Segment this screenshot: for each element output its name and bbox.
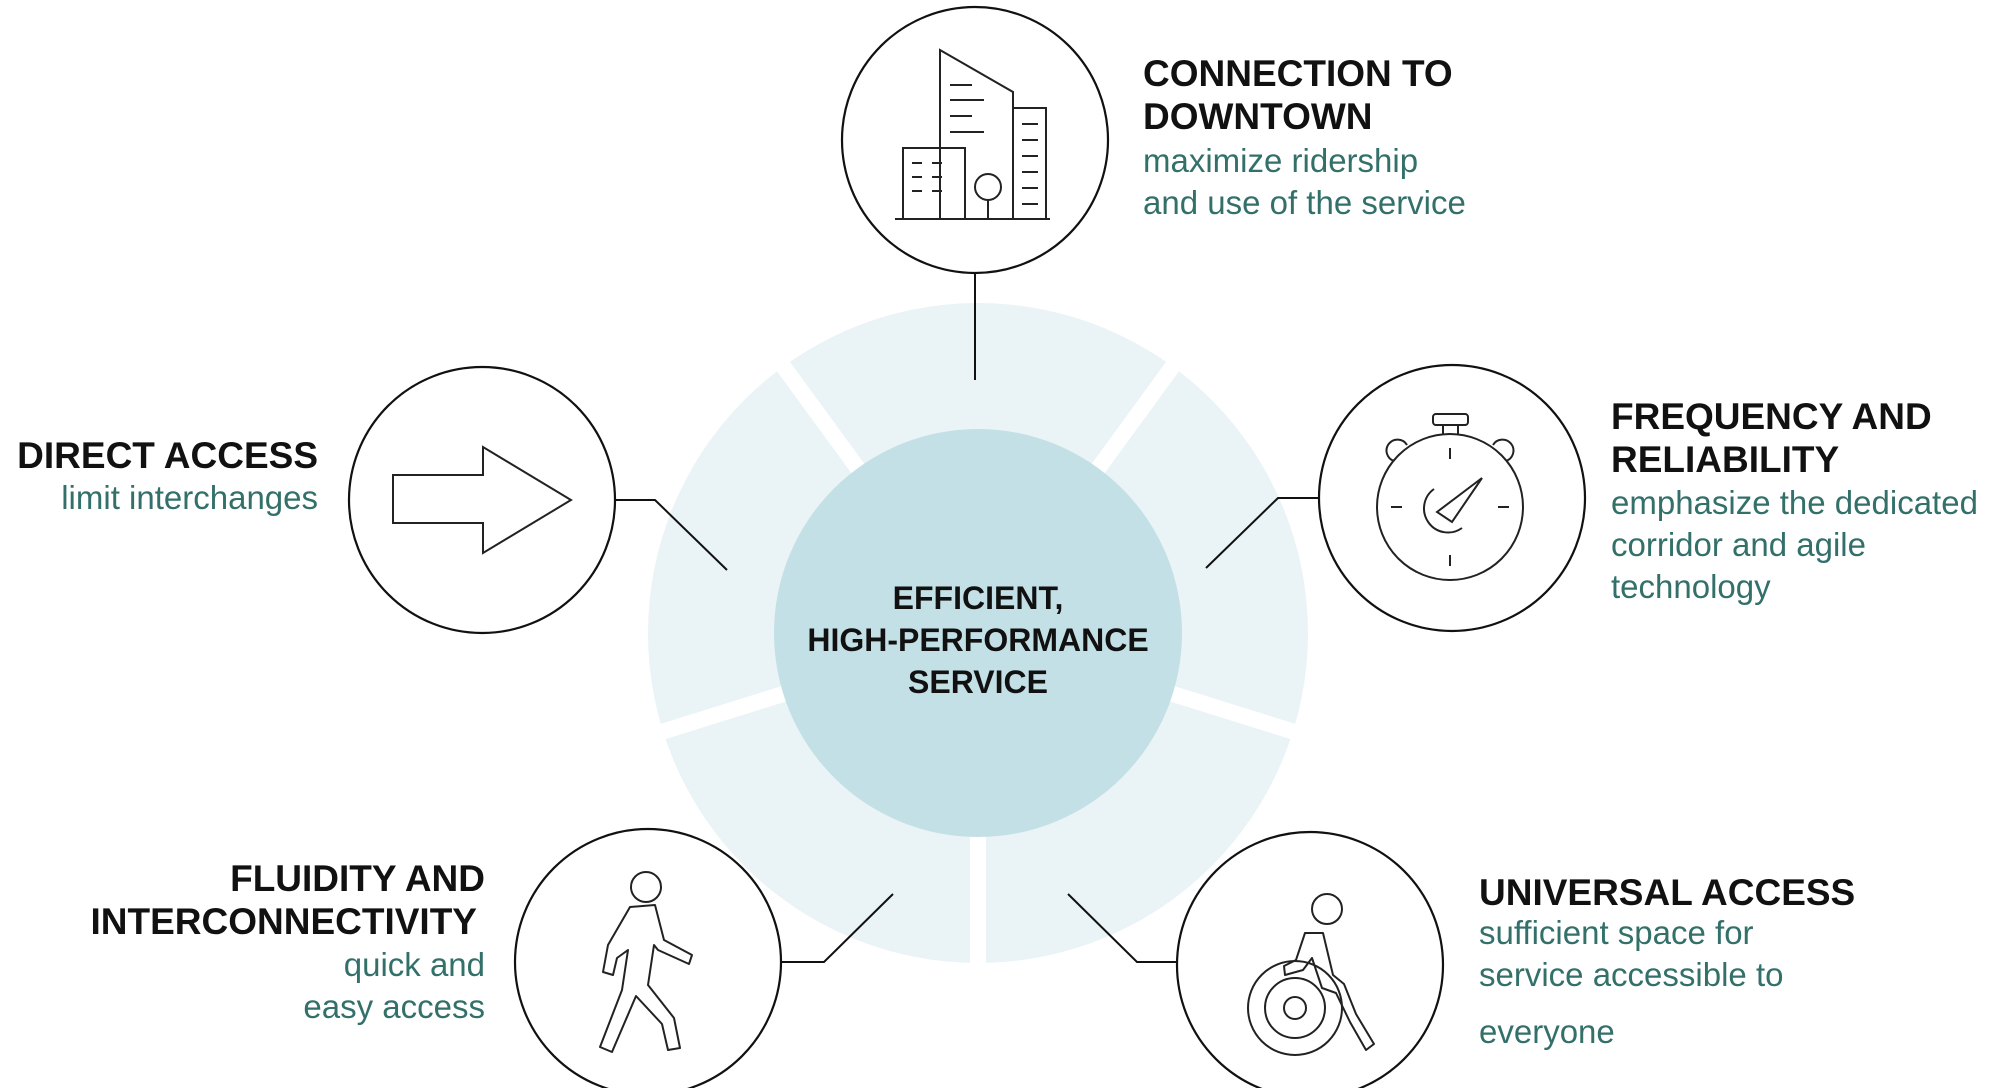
node-frequency-desc-line3: technology (1611, 568, 1771, 605)
center-title: EFFICIENT, HIGH-PERFORMANCE SERVICE (770, 577, 1186, 703)
node-frequency-desc-line2: corridor and agile (1611, 526, 1866, 563)
stopwatch-icon (1376, 413, 1524, 581)
connector-lines (614, 272, 1320, 963)
node-universal-desc-line3: everyone (1479, 1013, 1615, 1050)
node-frequency-title-line2: RELIABILITY (1611, 439, 1840, 480)
node-universal-desc-line1: sufficient space for (1479, 914, 1754, 951)
node-frequency-title-line1: FREQUENCY AND (1611, 396, 1932, 437)
node-downtown-title-line2: DOWNTOWN (1143, 96, 1373, 137)
node-frequency-desc-line1: emphasize the dedicated (1611, 484, 1978, 521)
node-downtown-desc-line2: and use of the service (1143, 184, 1466, 221)
node-fluidity-desc-line2: easy access (303, 988, 485, 1025)
center-title-line2: HIGH-PERFORMANCE (807, 622, 1149, 658)
node-direct-title: DIRECT ACCESS (17, 435, 318, 476)
walking-person-icon (599, 871, 693, 1053)
buildings-icon (895, 48, 1050, 220)
center-title-line1: EFFICIENT, (892, 580, 1064, 616)
node-fluidity-desc-line1: quick and (343, 946, 485, 983)
node-universal-desc-line2: service accessible to (1479, 956, 1784, 993)
node-downtown-desc-line1: maximize ridership (1143, 142, 1419, 179)
arrow-right-icon (392, 445, 573, 555)
node-downtown-title-line1: CONNECTION TO (1143, 53, 1453, 94)
wheelchair-icon (1247, 893, 1375, 1056)
center-title-line3: SERVICE (908, 664, 1048, 700)
node-circles (347, 5, 1587, 1088)
node-fluidity-title-line2: INTERCONNECTIVITY (90, 901, 477, 942)
node-fluidity-title-line1: FLUIDITY AND (230, 858, 485, 899)
node-universal-title: UNIVERSAL ACCESS (1479, 872, 1856, 913)
node-direct-desc: limit interchanges (61, 479, 318, 516)
center-core (774, 429, 1182, 837)
